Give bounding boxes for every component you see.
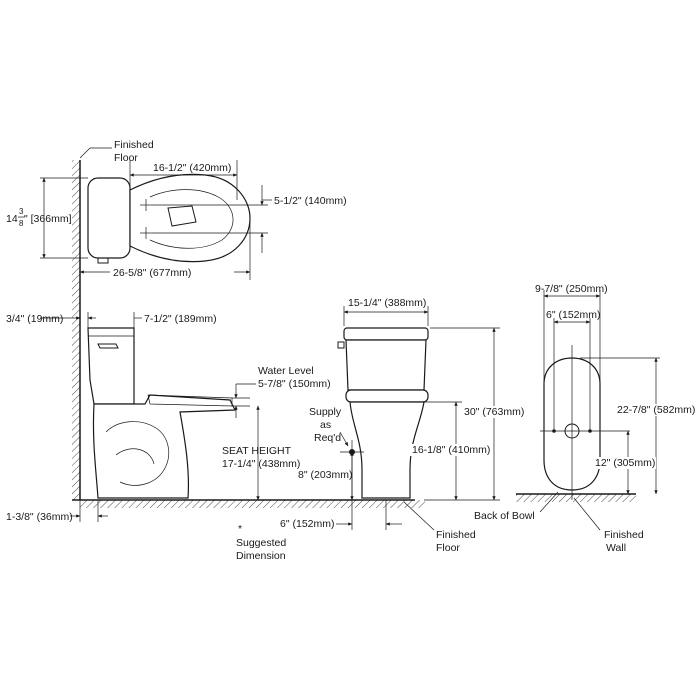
- label-finished-floor-top-2: Floor: [114, 152, 138, 164]
- label-back-of-bowl: Back of Bowl: [474, 510, 535, 522]
- label-tank-top-depth: 7-1/2" (189mm): [144, 313, 217, 325]
- seat-front: [345, 389, 429, 403]
- label-tank-depth-num: 3: [19, 207, 24, 216]
- bowl-side: [92, 394, 236, 499]
- tank-front: [345, 339, 427, 391]
- label-asterisk: *: [238, 523, 242, 535]
- flush-handle: [97, 343, 119, 349]
- label-water-level-2: 5-7/8" (150mm): [258, 378, 331, 390]
- label-bowl-height: 16-1/8" (410mm): [412, 444, 490, 456]
- tank-side: [87, 327, 135, 405]
- trapway: [105, 421, 170, 486]
- drain-outlet: [167, 205, 197, 227]
- label-back-width: 9-7/8" (250mm): [535, 283, 608, 295]
- label-tank-depth-mm: " [366mm]: [24, 213, 72, 225]
- wall-hatch: [72, 160, 80, 500]
- label-supply-1: Supply: [309, 406, 342, 418]
- label-water-level-1: Water Level: [258, 365, 314, 377]
- label-back-inner: 6" (152mm): [546, 309, 601, 321]
- label-rough-in: 12" (305mm): [595, 457, 655, 469]
- bolt-marks: [140, 199, 152, 239]
- label-suggested-1: Suggested: [236, 537, 286, 549]
- bowl-rim: [149, 189, 234, 249]
- label-back-height: 22-7/8" (582mm): [617, 404, 695, 416]
- label-finished-floor-front-1: Finished: [436, 529, 476, 541]
- supply-nub: [97, 257, 109, 264]
- side-view: 3/4" (19mm) 7-1/2" (189mm) Water Level 5…: [6, 312, 415, 562]
- front-view: 15-1/4" (388mm) 30" (763mm) 16-1/8" (410…: [280, 297, 526, 554]
- label-supply-height: 8" (203mm): [298, 469, 353, 481]
- flush-lever-front: [337, 341, 345, 349]
- label-suggested-2: Dimension: [236, 550, 286, 562]
- back-view: 9-7/8" (250mm) 6" (152mm) 22-7/8" (582mm…: [474, 283, 695, 554]
- label-tank-depth-den: 8: [19, 219, 24, 228]
- label-finished-floor-top-1: Finished: [114, 139, 154, 151]
- label-finished-wall-2: Wall: [606, 542, 626, 554]
- label-gap-wall: 3/4" (19mm): [6, 313, 63, 325]
- label-seat-height-2: 17-1/4" (438mm): [222, 458, 300, 470]
- label-seat-height-1: SEAT HEIGHT: [222, 445, 292, 457]
- plan-view: 16-1/2" (420mm) 5-1/2" (140mm) Finished …: [6, 139, 347, 500]
- label-bolt-spacing: 5-1/2" (140mm): [274, 195, 347, 207]
- label-total-depth: 26-5/8" (677mm): [113, 267, 191, 279]
- label-supply-offset: 6" (152mm): [280, 518, 335, 530]
- floor-hatch: [80, 500, 415, 508]
- label-front-width: 15-1/4" (388mm): [348, 297, 426, 309]
- label-base-offset: 1-3/8" (36mm): [6, 511, 73, 523]
- tank-plan: [87, 177, 131, 259]
- label-tank-depth-whole: 14: [6, 213, 18, 225]
- bowl-front: [349, 401, 425, 499]
- label-finished-wall-1: Finished: [604, 529, 644, 541]
- label-top-width: 16-1/2" (420mm): [153, 162, 231, 174]
- label-finished-floor-front-2: Floor: [436, 542, 460, 554]
- label-supply-3: Req'd: [314, 432, 341, 444]
- back-floor-hatch: [516, 494, 636, 502]
- label-supply-2: as: [320, 419, 331, 431]
- label-total-height: 30" (763mm): [464, 406, 524, 418]
- tank-lid-front: [343, 327, 429, 341]
